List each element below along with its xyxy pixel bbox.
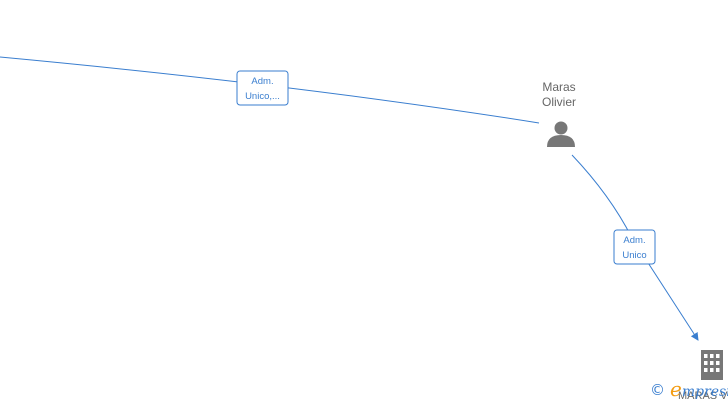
brand-logo: empresia — [670, 377, 728, 400]
building-icon — [701, 350, 723, 380]
edge-label-2-line2: Unico — [622, 250, 646, 261]
edge-label-1-line2: Unico,... — [245, 91, 280, 102]
person-name-line2: Olivier — [542, 95, 576, 109]
edge-label-1-line1: Adm. — [251, 76, 273, 87]
copyright-symbol: © — [650, 381, 665, 399]
edge-label-2[interactable]: Adm. Unico — [613, 229, 656, 265]
person-name-line1: Maras — [542, 80, 575, 94]
watermark: © empresia — [650, 377, 728, 400]
person-node[interactable]: Maras Olivier — [542, 80, 576, 147]
edge-label-2-line1: Adm. — [623, 235, 645, 246]
person-icon — [547, 121, 575, 147]
company-name: MARAS VI — [678, 390, 728, 400]
edge-label-1[interactable]: Adm. Unico,... — [236, 70, 289, 106]
company-node[interactable]: MARAS VI — [678, 350, 728, 400]
